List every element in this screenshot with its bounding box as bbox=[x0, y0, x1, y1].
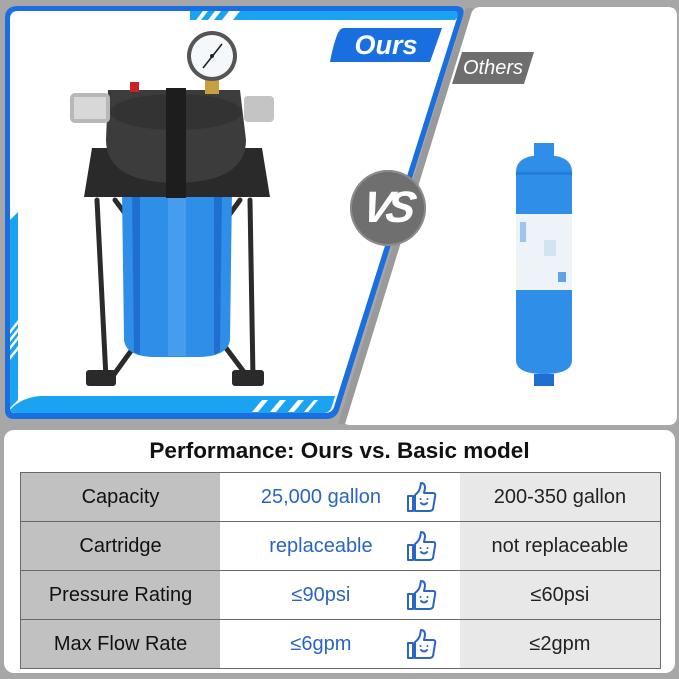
others-value: ≤2gpm bbox=[459, 619, 661, 669]
row-label: Pressure Rating bbox=[20, 570, 221, 620]
ours-cell: ≤90psi bbox=[220, 570, 460, 620]
row-label: Capacity bbox=[20, 472, 221, 522]
row-label: Cartridge bbox=[20, 521, 221, 571]
thumbs-up-smile-icon bbox=[406, 531, 437, 561]
ours-product-image bbox=[70, 31, 274, 386]
thumbs-up-smile-icon bbox=[406, 580, 437, 610]
ours-value: replaceable bbox=[269, 534, 373, 557]
others-product-image bbox=[516, 143, 572, 386]
ours-cell: ≤6gpm bbox=[220, 619, 460, 669]
ours-label: Ours bbox=[354, 29, 418, 60]
vs-badge: VS bbox=[350, 170, 426, 246]
vs-label: VS bbox=[358, 183, 414, 232]
performance-title: Performance: Ours vs. Basic model bbox=[149, 438, 530, 463]
ours-cell: replaceable bbox=[220, 521, 460, 571]
row-label: Max Flow Rate bbox=[20, 619, 221, 669]
table-row: Pressure Rating ≤90psi bbox=[20, 570, 661, 620]
others-tag: Others bbox=[452, 52, 534, 84]
ours-value: ≤90psi bbox=[291, 583, 351, 606]
comparison-panels bbox=[5, 6, 677, 425]
thumbs-up-smile-icon bbox=[406, 482, 437, 512]
ours-cell: 25,000 gallon bbox=[220, 472, 460, 522]
others-value: 200-350 gallon bbox=[459, 472, 661, 522]
table-row: Capacity 25,000 gallon bbox=[20, 472, 661, 522]
others-label: Others bbox=[462, 56, 524, 79]
ours-value: ≤6gpm bbox=[290, 632, 352, 655]
thumbs-up-smile-icon bbox=[406, 629, 437, 659]
ours-tag: Ours bbox=[330, 28, 442, 62]
performance-table: Capacity 25,000 gallon bbox=[20, 472, 661, 669]
others-value: ≤60psi bbox=[459, 570, 661, 620]
table-row: Cartridge replaceable bbox=[20, 521, 661, 571]
others-panel bbox=[343, 7, 677, 425]
others-value: not replaceable bbox=[459, 521, 661, 571]
performance-panel: Performance: Ours vs. Basic model Capaci… bbox=[4, 430, 675, 673]
table-row: Max Flow Rate ≤6gpm bbox=[20, 619, 661, 669]
ours-value: 25,000 gallon bbox=[260, 485, 381, 508]
